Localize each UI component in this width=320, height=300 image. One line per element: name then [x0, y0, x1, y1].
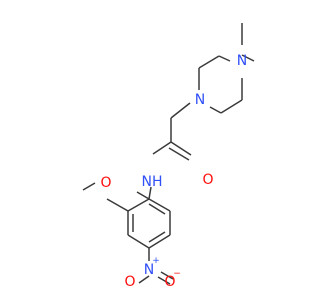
- aryl-amide-bond: [136, 191, 150, 200]
- atom-carbonyl-o: O: [202, 172, 213, 188]
- methoxy-bond: [106, 198, 129, 212]
- atom-amide-nh: NH: [142, 174, 163, 190]
- nitro-bond: [157, 276, 171, 285]
- atom-nitro-o-top: O: [124, 274, 135, 290]
- aromatic-double-bond: [148, 203, 166, 215]
- piperazine-bond: [241, 54, 255, 62]
- chain-bond: [152, 141, 172, 155]
- atom-nitro-n-charge: +: [152, 256, 160, 266]
- atom-n-piperazine: N: [195, 92, 205, 108]
- atom-nitro-o-bottom: O: [164, 274, 175, 290]
- chain-bond: [170, 141, 192, 156]
- aromatic-bond: [148, 198, 171, 212]
- atom-nitro-o-charge: −: [173, 269, 181, 279]
- piperazine-bond: [220, 99, 243, 114]
- chain-bond: [170, 102, 191, 119]
- aromatic-double-bond: [148, 231, 166, 243]
- atom-methoxy-o: O: [100, 175, 111, 191]
- piperazine-bond: [209, 106, 222, 114]
- atom-n-methyl: N: [237, 53, 247, 69]
- piperazine-bond: [198, 55, 220, 69]
- piperazine-bond: [218, 55, 231, 62]
- nitro-bond: [138, 275, 150, 284]
- aromatic-bond: [127, 234, 150, 249]
- aromatic-bond: [127, 198, 150, 212]
- aryl-amide-bond: [148, 186, 152, 200]
- chemical-structure: N N NH O O N + O O −: [82, 23, 255, 290]
- nitro-double-bond: [160, 271, 174, 280]
- carbonyl-double-bond: [168, 147, 190, 161]
- atom-nitro-n: N: [144, 262, 154, 278]
- methoxy-bond: [82, 182, 96, 191]
- aromatic-bond: [148, 234, 171, 249]
